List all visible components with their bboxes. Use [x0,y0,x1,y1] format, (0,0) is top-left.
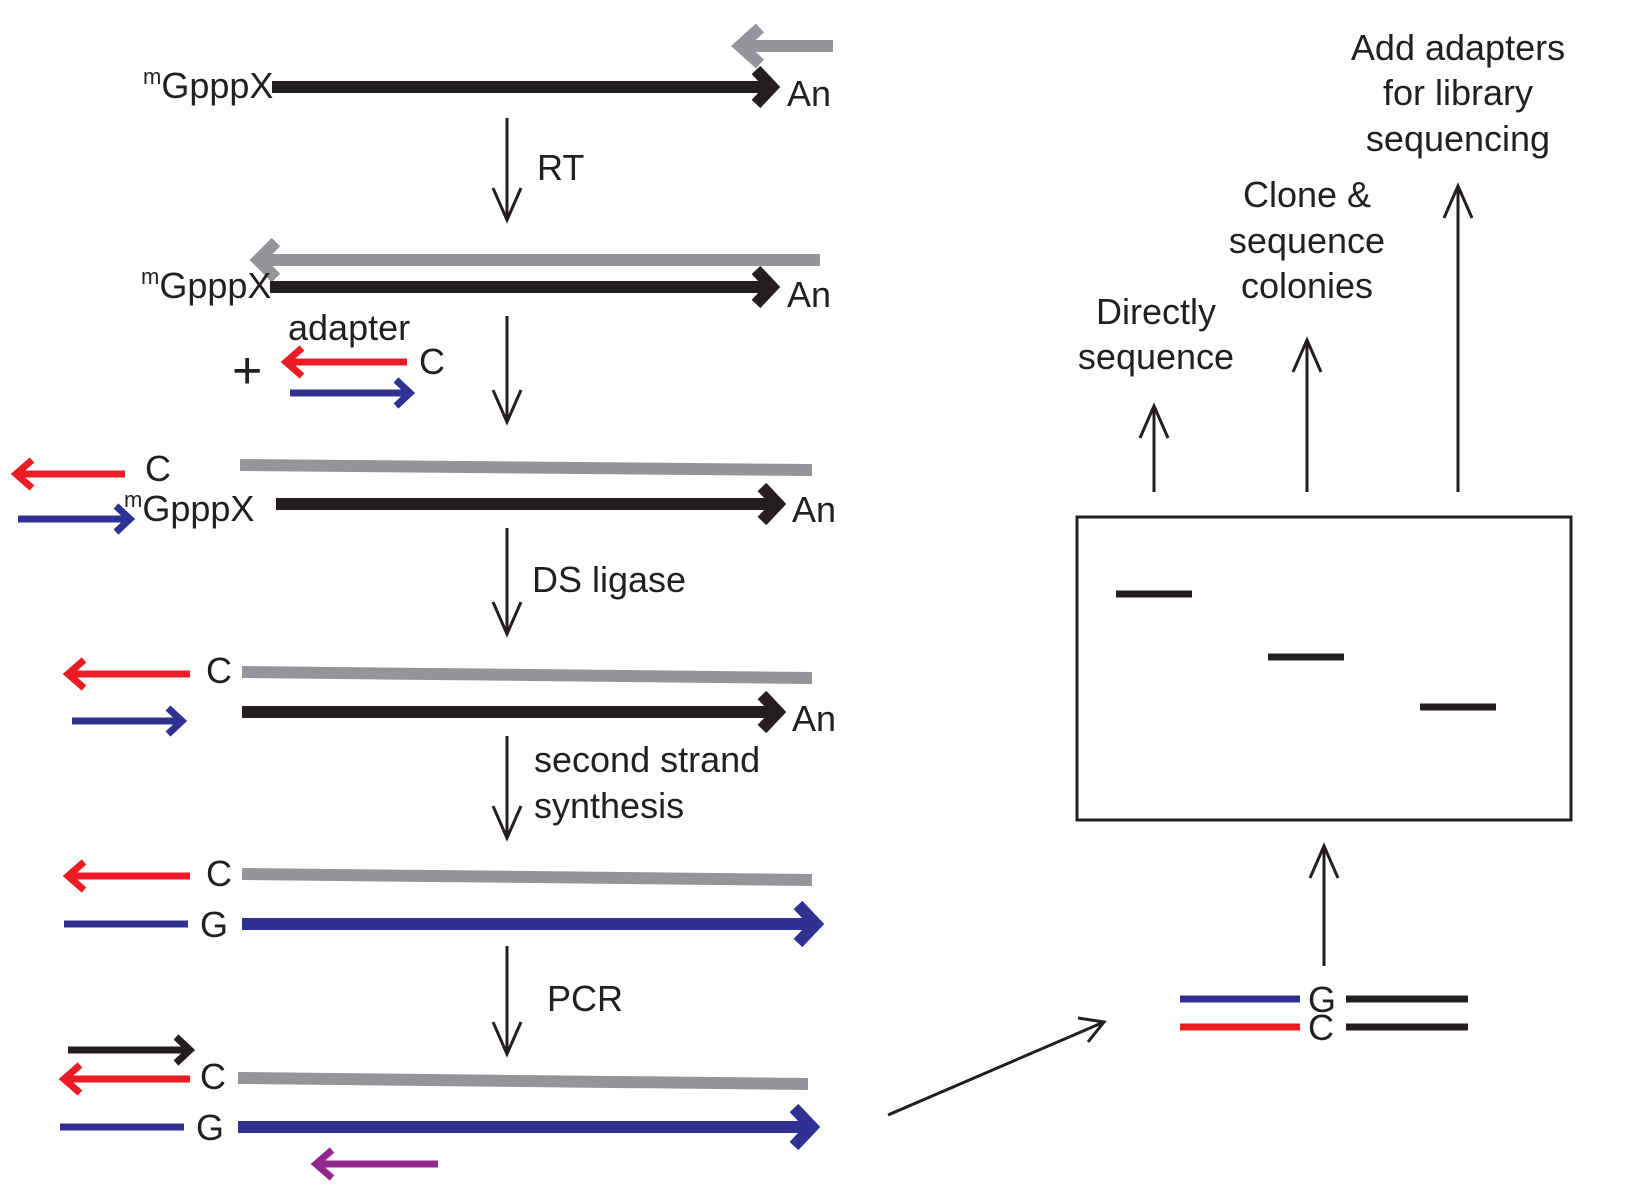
mrna-strand-arrow [276,482,787,526]
second-strand-arrow [238,1103,821,1151]
cdna-strand-line [237,1072,809,1090]
adapter-c-label: C [419,341,445,382]
adapter-c-label: C [145,448,171,489]
step-label-ds-ligase: DS ligase [532,559,686,600]
step-arrow-mix [491,316,523,426]
output-library-line3: sequencing [1366,118,1550,159]
row-pre-ligation: C mGpppX An [10,448,836,535]
adapter-c-label: C [200,1056,226,1097]
step-pcr: PCR [491,946,623,1058]
step-arrow-rt [491,118,523,224]
mrna-strand-arrow [270,265,781,309]
pcr-reverse-primer-arrow [310,1147,438,1181]
cap-label: mGpppX [124,487,254,529]
adapter-red-arrow [280,345,407,379]
row-ligated: C An [62,650,836,739]
adapter-red-arrow [62,859,190,893]
adapter-blue-arrow [18,503,136,535]
adapter-c-label: C [206,853,232,894]
adapter-c-label: C [206,650,232,691]
pcr-product: G C [1180,979,1468,1048]
output-library: Add adapters for library sequencing [1351,27,1565,492]
adapter-red-arrow [62,657,190,691]
cdna-strand-line [241,666,813,684]
step-label-second-strand-line1: second strand [534,739,760,780]
step-label-pcr: PCR [547,978,623,1019]
adapter-blue-arrow [290,377,416,409]
step-rt: RT [491,118,584,224]
to-gel-arrow [1308,842,1340,966]
gel-outline [1075,515,1573,822]
output-arrow-library [1442,182,1474,492]
step-second-strand: second strand synthesis [491,736,760,842]
step-label-rt: RT [537,147,584,188]
output-clone-line3: colonies [1241,265,1373,306]
cdna-strand-line [239,459,813,476]
row-pcr: C G [58,1034,821,1181]
adapter-addition: adapter + C [232,307,445,409]
output-library-line2: for library [1383,72,1533,113]
output-direct-line2: sequence [1078,336,1234,377]
adapter-blue-arrow [72,705,188,737]
row-mrna: mGpppX An [143,23,833,114]
output-arrow-direct [1138,402,1170,492]
step-arrow-second-strand [491,736,523,842]
polya-label: An [792,698,836,739]
adapter-c-label: C [1308,1007,1334,1048]
output-arrow-clone [1291,336,1323,492]
second-strand-arrow [242,900,825,948]
pcr-forward-primer-arrow [68,1034,196,1066]
output-library-line1: Add adapters [1351,27,1565,68]
g-label: G [200,904,228,945]
g-label: G [1308,979,1336,1020]
step-arrow-ds-ligase [491,528,523,638]
cdna-strand-line [241,868,813,886]
row-hybrid: mGpppX An [141,237,831,315]
rt-primer-arrow [731,23,833,69]
adapter-red-arrow [10,457,125,491]
polya-label: An [787,274,831,315]
step-ds-ligase: DS ligase [491,528,686,638]
mrna-strand-arrow [272,65,781,109]
polya-label: An [787,73,831,114]
output-clone-line2: sequence [1229,220,1385,261]
mrna-strand-arrow [242,690,787,734]
cdna-strand-arrow [249,237,820,283]
g-label: G [196,1107,224,1148]
step-arrow-pcr [491,946,523,1058]
output-clone-line1: Clone & [1243,174,1371,215]
row-ds-cdna: C G [62,853,825,948]
cap-label: mGpppX [141,264,271,306]
gel-box [1075,515,1573,822]
adapter-label: adapter [288,307,410,348]
adapter-red-arrow [58,1062,190,1096]
output-clone: Clone & sequence colonies [1229,174,1385,492]
output-direct-line1: Directly [1096,291,1216,332]
output-direct: Directly sequence [1078,291,1234,492]
plus-sign: + [232,342,262,400]
cap-label: mGpppX [143,64,273,106]
step-label-second-strand-line2: synthesis [534,785,684,826]
polya-label: An [792,489,836,530]
to-product-arrow [887,1016,1107,1117]
